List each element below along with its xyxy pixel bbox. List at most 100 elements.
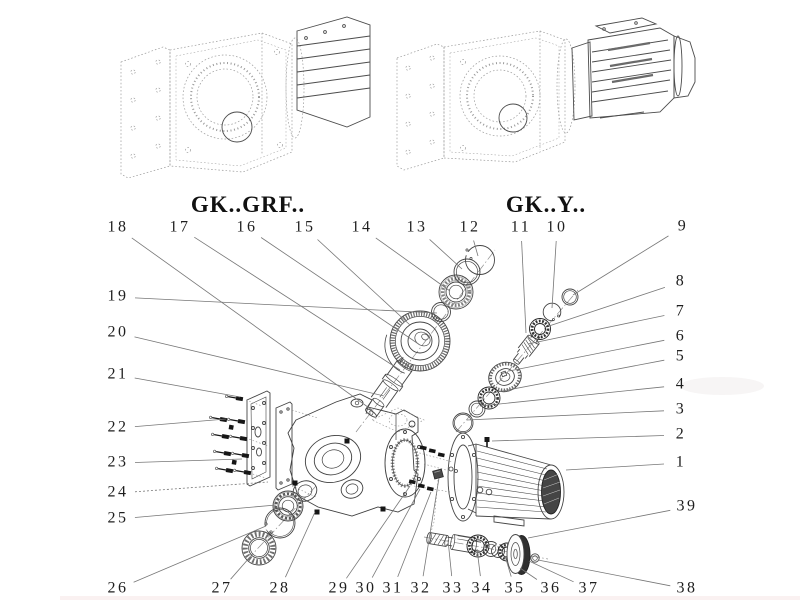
callout-32: 32 — [410, 579, 432, 597]
assembled-view-grf-cover — [221, 16, 371, 143]
callout-34: 34 — [471, 579, 493, 597]
output-snap-ring-big — [264, 507, 296, 539]
leader-line-19 — [134, 297, 438, 314]
leader-line-38 — [537, 559, 671, 587]
leader-line-17 — [194, 236, 401, 371]
assembled-view-y-motor — [498, 17, 696, 133]
callout-25: 25 — [107, 509, 129, 527]
leader-line-28 — [285, 511, 316, 578]
model-label-grf: GK..GRF.. — [190, 192, 306, 217]
callout-35: 35 — [504, 579, 526, 597]
callout-39: 39 — [676, 497, 698, 515]
leader-line-7 — [527, 315, 665, 345]
callout-30: 30 — [355, 579, 377, 597]
leader-line-33 — [447, 539, 453, 577]
callout-33: 33 — [442, 579, 464, 597]
callout-13: 13 — [406, 218, 428, 236]
callout-11: 11 — [510, 218, 532, 236]
callout-36: 36 — [540, 579, 562, 597]
scan-artifact-bottom — [60, 596, 800, 600]
callout-6: 6 — [675, 327, 687, 345]
watermark-blob — [680, 377, 764, 395]
callout-7: 7 — [675, 302, 687, 320]
leader-line-29 — [346, 485, 411, 579]
callout-4: 4 — [675, 375, 687, 393]
callout-1: 1 — [675, 453, 687, 471]
leader-line-11 — [521, 240, 527, 334]
assembled-view-y — [396, 30, 576, 171]
taper-bearing — [438, 274, 474, 310]
leader-line-2 — [491, 435, 665, 442]
leader-line-6 — [508, 339, 665, 372]
callout-8: 8 — [675, 272, 687, 290]
leader-line-37 — [528, 560, 574, 583]
input-stack — [431, 245, 495, 322]
model-label-y: GK..Y.. — [505, 192, 587, 217]
callout-17: 17 — [169, 218, 191, 236]
leader-line-14 — [375, 237, 451, 292]
gear-housing — [287, 393, 426, 517]
coupling-key — [432, 468, 444, 480]
leader-line-22 — [134, 418, 227, 427]
motor — [447, 432, 565, 527]
motor-vent-plug — [484, 437, 490, 447]
leader-line-23 — [134, 458, 243, 463]
callout-3: 3 — [675, 400, 687, 418]
leader-line-31 — [397, 491, 432, 578]
snap-ring-input — [463, 245, 495, 275]
leader-line-32 — [422, 477, 440, 577]
leader-line-27 — [230, 556, 251, 580]
leader-line-8 — [548, 287, 666, 327]
callout-14: 14 — [351, 218, 373, 236]
leader-line-30 — [371, 488, 421, 578]
leader-line-10 — [551, 240, 557, 309]
pinion-bearing — [529, 318, 551, 340]
leader-line-4 — [479, 386, 665, 407]
output-pulley — [506, 534, 531, 575]
output-toothed-ring — [241, 530, 277, 566]
helical-pinion — [513, 332, 541, 365]
callout-9: 9 — [677, 217, 689, 235]
leader-line-39 — [527, 509, 671, 539]
pinion-lower-bearing — [477, 386, 501, 410]
output-ball-bearing — [272, 490, 304, 522]
gasket — [275, 401, 293, 491]
callout-38: 38 — [676, 579, 698, 597]
output-snap-ring — [491, 543, 505, 558]
callout-16: 16 — [236, 218, 258, 236]
callout-15: 15 — [294, 218, 316, 236]
callout-37: 37 — [578, 579, 600, 597]
cover-plate — [246, 390, 271, 487]
leader-line-35 — [504, 555, 512, 577]
callout-31: 31 — [382, 579, 404, 597]
leader-line-25 — [134, 504, 277, 518]
output-parts — [466, 534, 540, 575]
leader-line-36 — [519, 567, 538, 580]
leader-line-18 — [131, 237, 373, 411]
leader-line-24 — [134, 481, 269, 493]
callout-26: 26 — [107, 579, 129, 597]
callout-5: 5 — [675, 347, 687, 365]
callout-28: 28 — [269, 579, 291, 597]
leader-line-12 — [473, 240, 479, 257]
callout-24: 24 — [107, 483, 129, 501]
leader-line-3 — [466, 410, 665, 421]
main-gear — [384, 310, 451, 374]
leader-line-5 — [491, 359, 665, 394]
leader-line-20 — [134, 336, 385, 397]
bevel-gear — [488, 361, 522, 393]
assembled-view-grf — [120, 32, 305, 179]
leader-line-13 — [429, 239, 463, 270]
mounting-bolts — [209, 394, 252, 476]
callout-21: 21 — [107, 365, 129, 383]
leader-line-1 — [565, 463, 665, 471]
leader-lines — [131, 235, 671, 587]
callout-19: 19 — [107, 287, 129, 305]
callout-18: 18 — [107, 218, 129, 236]
callout-10: 10 — [546, 218, 568, 236]
callout-29: 29 — [328, 579, 350, 597]
coupling-bolts — [408, 445, 458, 492]
output-side-stack — [241, 490, 304, 566]
